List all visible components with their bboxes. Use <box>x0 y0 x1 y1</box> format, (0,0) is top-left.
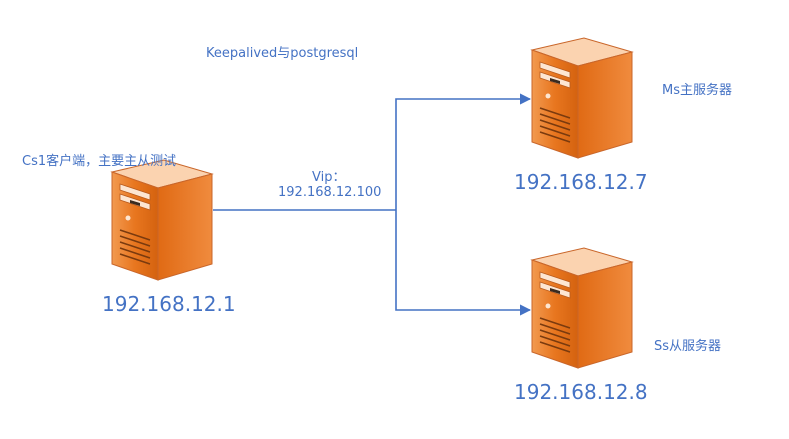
client-label: Cs1客户端，主要主从测试 <box>22 154 177 169</box>
master-label: Ms主服务器 <box>662 83 732 98</box>
master-ip: 192.168.12.7 <box>514 170 648 194</box>
slave-server-icon <box>531 247 633 369</box>
link-to-slave <box>395 210 532 316</box>
slave-label: Ss从服务器 <box>654 339 722 354</box>
master-server-icon <box>531 37 633 159</box>
client-ip: 192.168.12.1 <box>102 292 236 316</box>
diagram-title: Keepalived与postgresql <box>206 46 359 61</box>
vip-ip: 192.168.12.100 <box>278 185 382 200</box>
link-to-master <box>395 93 532 210</box>
client-server-icon <box>111 159 213 281</box>
vip-label: Vip： <box>312 170 346 185</box>
slave-ip: 192.168.12.8 <box>514 380 648 404</box>
